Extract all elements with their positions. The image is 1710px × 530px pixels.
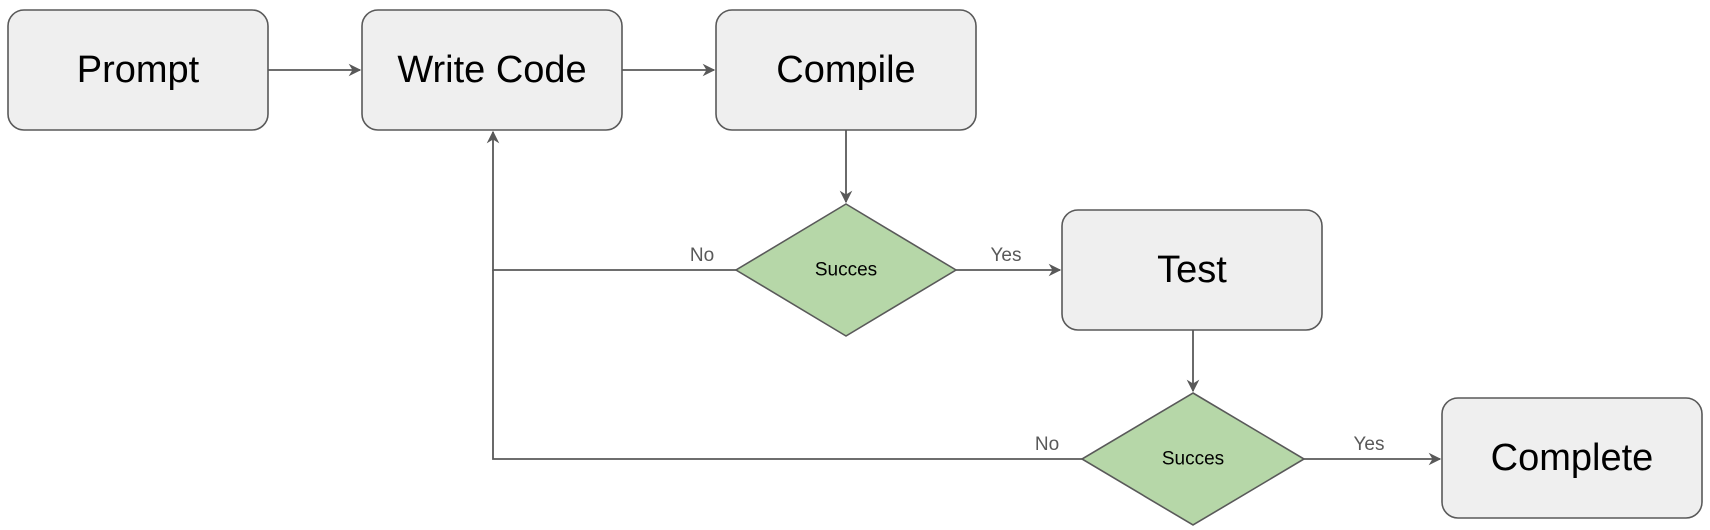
node-compile: Compile (715, 9, 977, 131)
node-complete: Complete (1441, 397, 1703, 519)
node-prompt: Prompt (7, 9, 269, 131)
node-complete-label: Complete (1491, 437, 1654, 479)
node-test: Test (1061, 209, 1323, 331)
decision-test-success: Succes (1080, 392, 1306, 526)
edge-label-compile-yes: Yes (991, 245, 1022, 266)
edge-label-compile-no: No (690, 245, 714, 266)
edge-label-test-yes: Yes (1354, 434, 1385, 455)
edge-decision-test-no-to-write-code (492, 270, 1082, 460)
decision-compile-success-label: Succes (815, 260, 877, 281)
edge-label-test-no: No (1035, 434, 1059, 455)
decision-test-success-label: Succes (1162, 449, 1224, 470)
node-test-label: Test (1157, 249, 1227, 291)
node-write-code: Write Code (361, 9, 623, 131)
decision-compile-success: Succes (734, 203, 958, 337)
node-prompt-label: Prompt (77, 49, 200, 91)
edges (268, 63, 1442, 466)
node-write-code-label: Write Code (397, 49, 586, 91)
node-compile-label: Compile (776, 49, 915, 91)
